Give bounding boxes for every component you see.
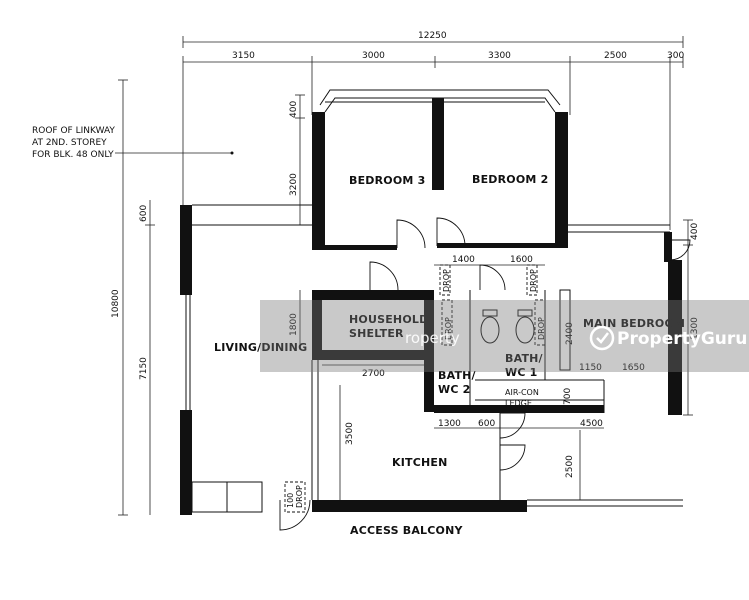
dim-left-living: 7150: [139, 357, 149, 380]
dim-bot-4500: 4500: [580, 419, 603, 429]
dim-top-seg-4: 2500: [604, 51, 627, 61]
room-aircon-line-2: LEDGE: [505, 399, 532, 408]
room-bedroom-3: BEDROOM 3: [349, 174, 425, 187]
room-bath2-line-2: WC 2: [438, 383, 471, 396]
top-dimensions: 12250 3150 3000 3300 2500 300: [182, 31, 684, 230]
drop-areas: DROP DROP DROP DROP DROP 100: [284, 264, 546, 513]
room-bath2-line-1: BATH/: [438, 369, 477, 382]
walls: [180, 89, 683, 515]
dim-br3-depth: 3200: [289, 173, 299, 196]
propertyguru-logo-icon: [589, 325, 615, 351]
dim-top-total: 12250: [418, 31, 447, 41]
room-aircon-line-1: AIR-CON: [505, 388, 539, 397]
room-living-dining: LIVING/DINING: [214, 341, 307, 354]
bath-fixtures: [480, 289, 571, 371]
room-kitchen: KITCHEN: [392, 456, 448, 469]
dim-top-seg-5: 300: [667, 51, 684, 61]
dim-main-w2: 1650: [622, 363, 645, 373]
dim-top-seg-3: 3300: [488, 51, 511, 61]
watermark: roperty PropertyGuru: [260, 300, 749, 372]
room-access-balcony: ACCESS BALCONY: [350, 524, 463, 537]
right-dimensions: 400 1300: [683, 219, 700, 416]
dim-kitchen-h: 3500: [345, 422, 355, 445]
linkway-line-2: AT 2ND. STOREY: [32, 138, 107, 148]
room-bath1-line-1: BATH/: [505, 352, 544, 365]
dim-top-seg-1: 3150: [232, 51, 255, 61]
drop-label-1: DROP: [442, 269, 451, 292]
dim-bath-h: 2400: [565, 322, 575, 345]
watermark-text: PropertyGuru: [617, 329, 747, 349]
dim-balcony-h: 2500: [565, 455, 575, 478]
dim-bot-1300: 1300: [438, 419, 461, 429]
linkway-line-3: FOR BLK. 48 ONLY: [32, 150, 114, 160]
linkway-note: ROOF OF LINKWAY AT 2ND. STOREY FOR BLK. …: [32, 126, 234, 160]
inner-dimensions: 1400 1600 2400 1150 1650 2700 3500 1300 …: [322, 255, 645, 500]
dim-bot-600: 600: [478, 419, 495, 429]
dim-aircon-h: 700: [563, 388, 573, 405]
dim-left-small: 600: [139, 205, 149, 222]
room-shelter-line-2: SHELTER: [349, 327, 404, 340]
room-main-bedroom: MAIN BEDROOM: [583, 317, 685, 330]
room-bedroom-2: BEDROOM 2: [472, 173, 548, 186]
dim-bath-w2: 1600: [510, 255, 533, 265]
drop-label-3: DROP: [444, 317, 453, 340]
dim-shelter-h: 1800: [289, 313, 299, 336]
room-shelter-line-1: HOUSEHOLD: [349, 313, 428, 326]
doors: [279, 217, 691, 531]
dim-bath-w1: 1400: [452, 255, 475, 265]
drop-label-2: DROP: [529, 269, 538, 292]
dim-left-total: 10800: [111, 289, 121, 318]
dim-right-top: 400: [690, 223, 700, 240]
left-dimensions: 10800 7150 600 400 3200 1800: [111, 79, 305, 516]
linkway-line-1: ROOF OF LINKWAY: [32, 126, 115, 136]
dim-top-seg-2: 3000: [362, 51, 385, 61]
drop-label-4: DROP: [537, 317, 546, 340]
room-bath1-line-2: WC 1: [505, 366, 538, 379]
room-labels: BEDROOM 3 BEDROOM 2 LIVING/DINING HOUSEH…: [214, 173, 685, 537]
dim-right-mid: 1300: [690, 317, 700, 340]
svg-text:roperty: roperty: [405, 329, 460, 347]
dim-drop-w: 100: [286, 493, 295, 508]
dim-br3-top: 400: [289, 101, 299, 118]
dim-main-w1: 1150: [579, 363, 602, 373]
drop-label-5: DROP: [295, 485, 304, 508]
dim-kitchen-w: 2700: [362, 369, 385, 379]
